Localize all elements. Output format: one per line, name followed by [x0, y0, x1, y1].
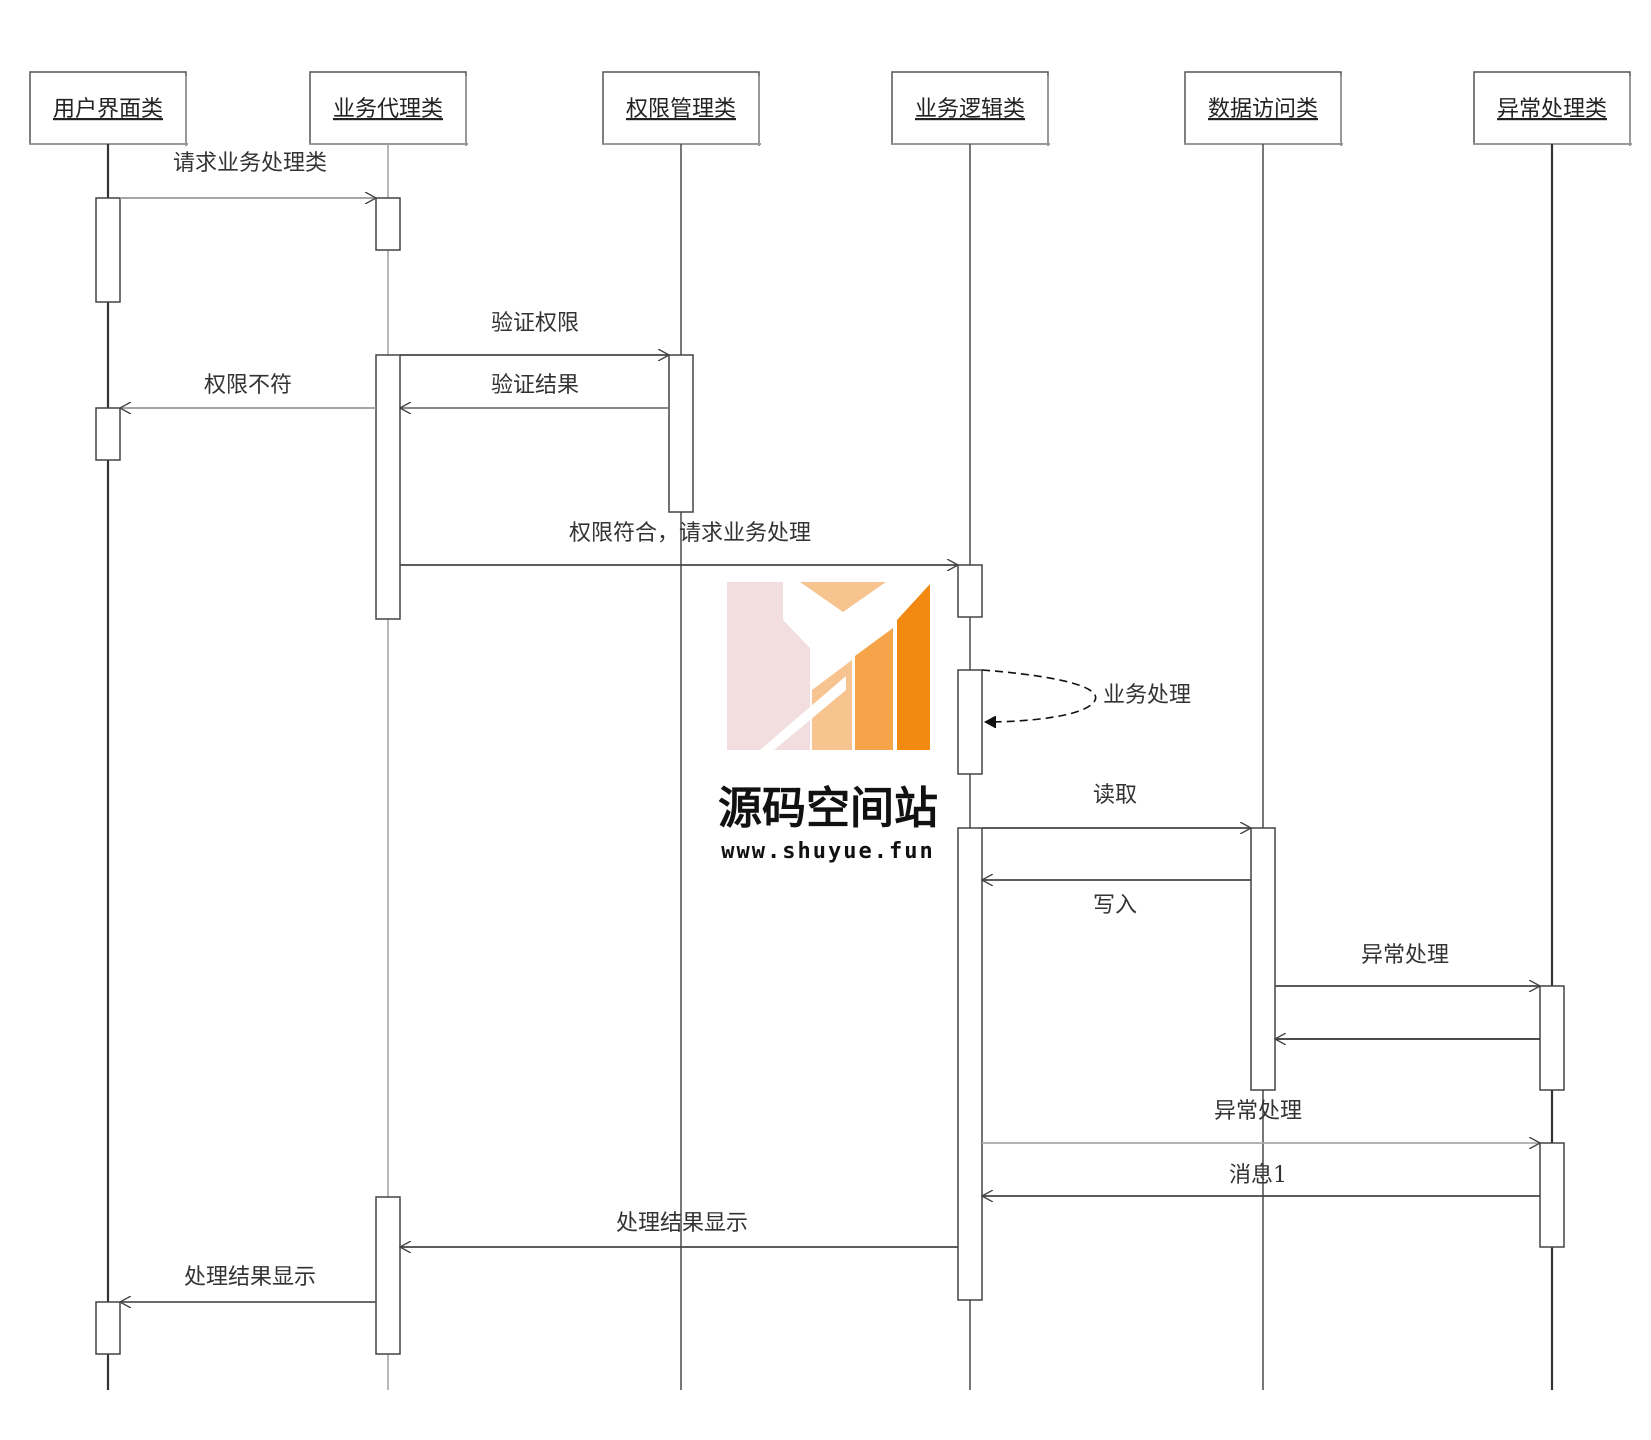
lifeline-proxy-label: 业务代理类 [333, 97, 443, 122]
lifelines: 用户界面类 业务代理类 权限管理类 业务逻辑类 [29, 71, 1632, 1390]
lifeline-proxy: 业务代理类 [309, 71, 468, 1390]
lifeline-ui-label: 用户界面类 [53, 97, 163, 122]
activation-bar [1539, 1142, 1565, 1248]
activation-bar [95, 197, 121, 303]
activation-bar [1250, 827, 1276, 1091]
message-label: 验证结果 [491, 373, 579, 398]
activation-bar [375, 197, 401, 251]
activation-bar [1539, 985, 1565, 1091]
activation-bar [957, 564, 983, 618]
lifeline-dao-label: 数据访问类 [1208, 97, 1318, 122]
watermark-title: 源码空间站 [718, 783, 938, 834]
message-label: 权限符合，请求业务处理 [569, 521, 811, 546]
self-message-arrow [981, 669, 1097, 722]
activation-bar [957, 669, 983, 775]
activation-bar [375, 1196, 401, 1355]
activation-bar [95, 407, 121, 461]
message-label: 业务处理 [1103, 683, 1191, 708]
activation-bar [375, 354, 401, 620]
message-label: 处理结果显示 [184, 1265, 316, 1290]
lifeline-ui: 用户界面类 [29, 71, 188, 1390]
watermark-logo-mark [727, 582, 783, 750]
message-label: 验证权限 [491, 311, 579, 336]
watermark-logo-mark [855, 628, 893, 750]
lifeline-exc-label: 异常处理类 [1497, 97, 1607, 122]
lifeline-perm-label: 权限管理类 [626, 97, 736, 122]
watermark-logo-mark [897, 584, 930, 750]
message-label: 读取 [1093, 783, 1137, 808]
activation-bar [957, 827, 983, 1301]
lifeline-perm: 权限管理类 [602, 71, 761, 1390]
message-label: 消息1 [1229, 1163, 1287, 1188]
watermark-url: www.shuyue.fun [721, 839, 934, 864]
watermark-logo-mark [760, 676, 846, 750]
lifeline-dao: 数据访问类 [1184, 71, 1343, 1390]
activations [95, 197, 1565, 1355]
message-label: 异常处理 [1214, 1099, 1302, 1124]
message-label: 权限不符 [204, 373, 292, 398]
message-label: 请求业务处理类 [173, 151, 327, 176]
activation-bar [668, 354, 694, 513]
watermark-logo-mark [800, 582, 886, 612]
watermark-logo: 源码空间站 www.shuyue.fun [712, 582, 948, 872]
message-label: 处理结果显示 [616, 1211, 748, 1236]
message-label: 写入 [1093, 893, 1137, 918]
watermark-text-bg [712, 776, 948, 872]
lifeline-logic-label: 业务逻辑类 [915, 97, 1025, 122]
activation-bar [95, 1301, 121, 1355]
message-label: 异常处理 [1361, 943, 1449, 968]
